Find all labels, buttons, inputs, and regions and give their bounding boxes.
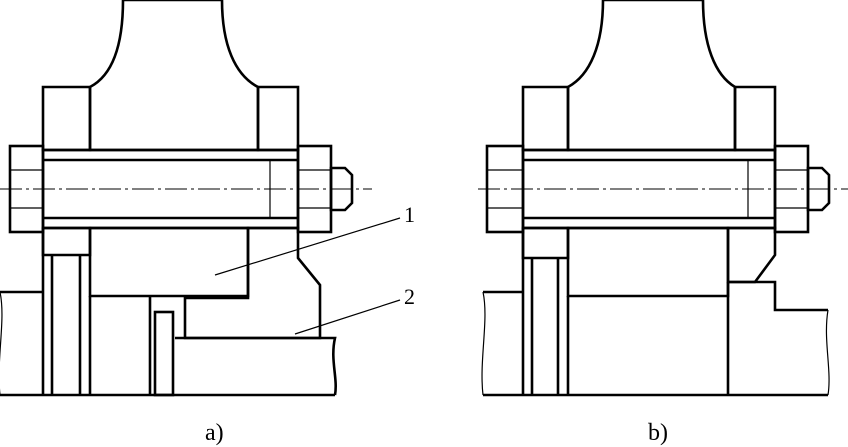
caption-a: a) <box>205 420 224 446</box>
callout-1-label: 1 <box>404 202 415 227</box>
leader-line-1 <box>214 217 401 276</box>
left-plate <box>521 228 570 395</box>
base-member-b <box>481 280 830 397</box>
callout-2-label: 2 <box>404 284 415 309</box>
fitting-body-upper <box>566 0 737 152</box>
left-flange-lower <box>41 226 92 257</box>
caption-b: b) <box>648 420 668 446</box>
fitting-body-lower <box>88 226 250 298</box>
right-flange-upper <box>733 85 777 152</box>
left-flange-upper <box>521 85 570 152</box>
right-flange-lower <box>183 226 322 340</box>
left-flange-lower <box>521 226 570 260</box>
fitting-body-upper <box>88 0 260 152</box>
fitting-body-lower <box>566 226 730 298</box>
right-flange-upper <box>256 85 300 152</box>
left-flange-upper <box>41 85 92 152</box>
leader-line-2 <box>294 299 401 335</box>
base-member-a <box>0 290 337 397</box>
right-flange-lower <box>726 226 777 284</box>
view-a: 1 2 a) <box>0 0 415 446</box>
left-plate <box>41 228 92 395</box>
view-b: b) <box>478 0 848 446</box>
